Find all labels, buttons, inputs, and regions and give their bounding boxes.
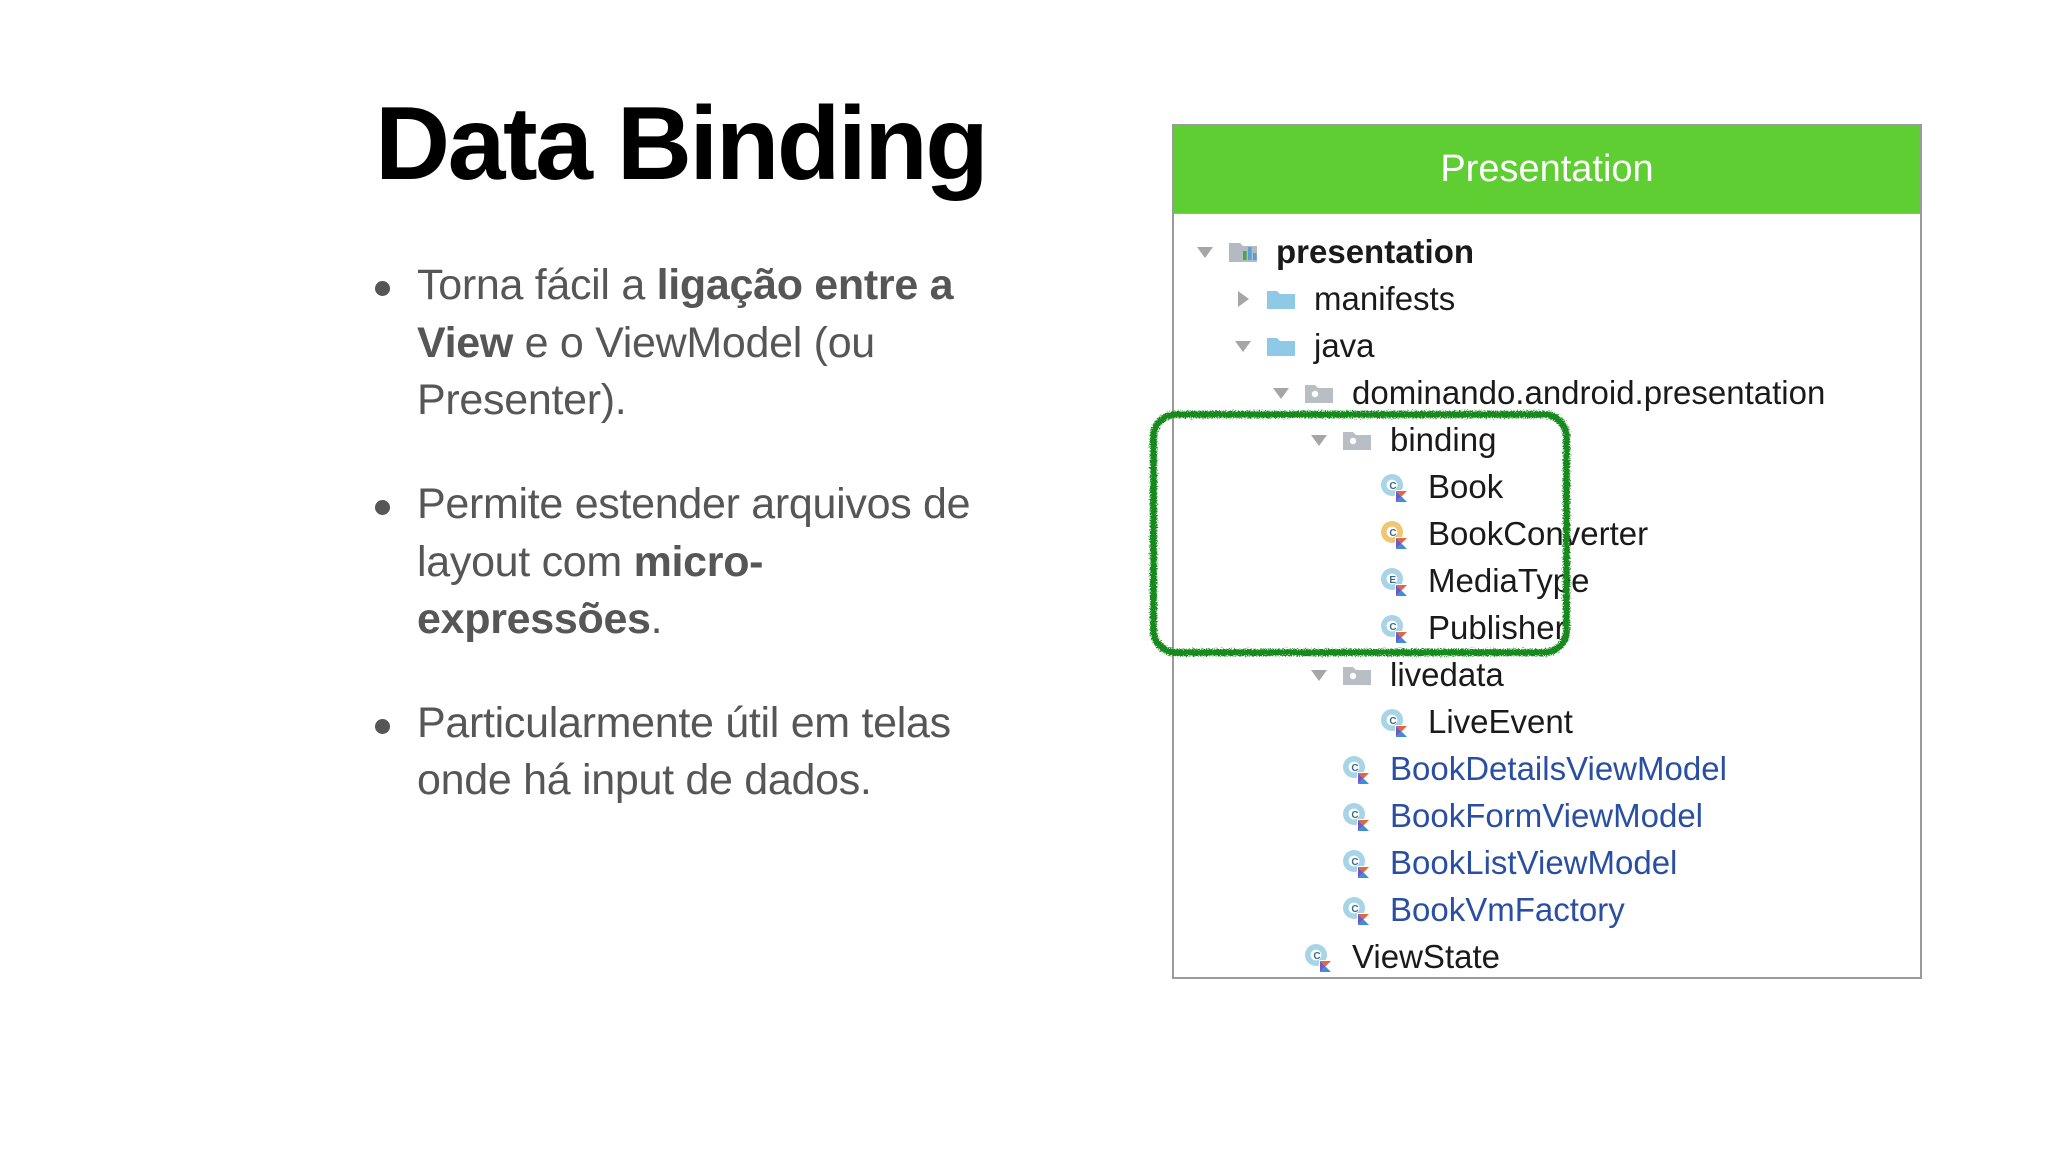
twisty-spacer bbox=[1340, 564, 1374, 598]
bullet-dot-icon bbox=[375, 500, 390, 516]
tree-row[interactable]: java bbox=[1174, 322, 1920, 369]
tree-item-label: java bbox=[1314, 327, 1375, 364]
svg-text:E: E bbox=[1389, 575, 1396, 586]
tree-row[interactable]: dominando.android.presentation bbox=[1174, 369, 1920, 416]
tree-item-label: Publisher bbox=[1428, 609, 1566, 646]
tree-item-label: manifests bbox=[1314, 280, 1456, 317]
tree-item-label: BookDetailsViewModel bbox=[1390, 750, 1727, 787]
svg-text:C: C bbox=[1351, 857, 1358, 868]
twisty-spacer bbox=[1340, 611, 1374, 645]
tree-item-label: livedata bbox=[1390, 656, 1504, 693]
twisty-spacer bbox=[1340, 517, 1374, 551]
list-item: Permite estender arquivos de layout com … bbox=[375, 476, 975, 649]
package-icon bbox=[1340, 423, 1380, 457]
kotlin-enum-icon: E bbox=[1378, 564, 1418, 598]
tree-row[interactable]: E MediaType bbox=[1174, 557, 1920, 604]
chevron-down-icon[interactable] bbox=[1302, 423, 1336, 457]
chevron-down-icon[interactable] bbox=[1226, 329, 1260, 363]
chevron-down-icon[interactable] bbox=[1302, 658, 1336, 692]
kotlin-object-icon: C bbox=[1378, 517, 1418, 551]
twisty-spacer bbox=[1302, 799, 1336, 833]
svg-text:C: C bbox=[1351, 810, 1358, 821]
tree-item-label: BookConverter bbox=[1428, 515, 1649, 552]
tree-item-label: Book bbox=[1428, 468, 1504, 505]
bullet-span: Permite estender arquivos de layout com bbox=[417, 480, 971, 586]
bullet-span: Particularmente útil em telas onde há in… bbox=[417, 698, 951, 805]
list-item: Particularmente útil em telas onde há in… bbox=[375, 695, 975, 810]
tree-row[interactable]: C BookConverter bbox=[1174, 510, 1920, 557]
tree-row[interactable]: C BookVmFactory bbox=[1174, 886, 1920, 933]
panel-header-presentation: Presentation bbox=[1174, 126, 1920, 214]
list-item: Torna fácil a ligação entre a View e o V… bbox=[375, 257, 975, 430]
bullet-dot-icon bbox=[375, 281, 390, 297]
package-icon bbox=[1302, 376, 1342, 410]
kotlin-class-icon: C bbox=[1302, 940, 1342, 974]
svg-text:C: C bbox=[1389, 622, 1396, 633]
twisty-spacer bbox=[1264, 940, 1298, 974]
bullet-emphasis: micro-expressões bbox=[417, 537, 764, 644]
svg-text:C: C bbox=[1389, 528, 1396, 539]
bullet-span: e o ViewModel (ou Presenter). bbox=[417, 318, 875, 425]
svg-text:C: C bbox=[1389, 481, 1396, 492]
chevron-right-icon[interactable] bbox=[1226, 282, 1260, 316]
tree-row[interactable]: binding bbox=[1174, 416, 1920, 463]
svg-text:C: C bbox=[1351, 763, 1358, 774]
page-title: Data Binding bbox=[375, 86, 989, 202]
folder-icon bbox=[1264, 329, 1304, 363]
svg-text:C: C bbox=[1389, 716, 1396, 727]
project-tree-panel: Presentation presentation manifests java do… bbox=[1150, 124, 1922, 980]
tree-item-label: presentation bbox=[1276, 233, 1475, 270]
tree-row[interactable]: C Publisher bbox=[1174, 604, 1920, 651]
twisty-spacer bbox=[1302, 846, 1336, 880]
kotlin-class-icon: C bbox=[1378, 611, 1418, 645]
tree-row[interactable]: C BookDetailsViewModel bbox=[1174, 745, 1920, 792]
tree-row[interactable]: manifests bbox=[1174, 275, 1920, 322]
twisty-spacer bbox=[1302, 752, 1336, 786]
bullet-span: . bbox=[650, 595, 663, 644]
tree-row[interactable]: C LiveEvent bbox=[1174, 698, 1920, 745]
svg-text:C: C bbox=[1313, 951, 1320, 962]
kotlin-class-icon: C bbox=[1340, 799, 1380, 833]
tree-item-label: BookVmFactory bbox=[1390, 891, 1625, 928]
tree-item-label: BookFormViewModel bbox=[1390, 797, 1704, 834]
kotlin-class-icon: C bbox=[1378, 470, 1418, 504]
kotlin-class-icon: C bbox=[1378, 705, 1418, 739]
package-icon bbox=[1340, 658, 1380, 692]
tree-row[interactable]: presentation bbox=[1174, 228, 1920, 275]
svg-text:C: C bbox=[1351, 904, 1358, 915]
tree-item-label: LiveEvent bbox=[1428, 703, 1573, 740]
project-tree[interactable]: presentation manifests java dominando.andro… bbox=[1150, 214, 1920, 980]
slide-left-column: Data Binding Torna fácil a ligação entre… bbox=[375, 86, 1075, 856]
bullet-dot-icon bbox=[375, 718, 390, 734]
kotlin-class-icon: C bbox=[1340, 893, 1380, 927]
tree-row[interactable]: C ViewState bbox=[1174, 933, 1920, 980]
kotlin-class-icon: C bbox=[1340, 846, 1380, 880]
twisty-spacer bbox=[1340, 470, 1374, 504]
bullet-text: Torna fácil a ligação entre a View e o V… bbox=[417, 257, 975, 430]
chevron-down-icon[interactable] bbox=[1188, 235, 1222, 269]
tree-item-label: ViewState bbox=[1352, 938, 1500, 975]
kotlin-class-icon: C bbox=[1340, 752, 1380, 786]
tree-item-label: MediaType bbox=[1428, 562, 1590, 599]
bullet-emphasis: ligação entre a View bbox=[417, 261, 954, 367]
android-module-icon bbox=[1226, 235, 1266, 269]
tree-row[interactable]: livedata bbox=[1174, 651, 1920, 698]
folder-icon bbox=[1264, 282, 1304, 316]
bullet-span: Torna fácil a bbox=[417, 261, 657, 310]
bullet-text: Particularmente útil em telas onde há in… bbox=[417, 695, 975, 810]
chevron-down-icon[interactable] bbox=[1264, 376, 1298, 410]
bullet-text: Permite estender arquivos de layout com … bbox=[417, 476, 975, 649]
tree-row[interactable]: C BookListViewModel bbox=[1174, 839, 1920, 886]
twisty-spacer bbox=[1302, 893, 1336, 927]
tree-item-label: binding bbox=[1390, 421, 1497, 458]
bullet-list: Torna fácil a ligação entre a View e o V… bbox=[375, 257, 1075, 810]
tree-item-label: dominando.android.presentation bbox=[1352, 374, 1826, 411]
tree-item-label: BookListViewModel bbox=[1390, 844, 1678, 881]
tree-row[interactable]: C BookFormViewModel bbox=[1174, 792, 1920, 839]
twisty-spacer bbox=[1340, 705, 1374, 739]
tree-row[interactable]: C Book bbox=[1174, 463, 1920, 510]
